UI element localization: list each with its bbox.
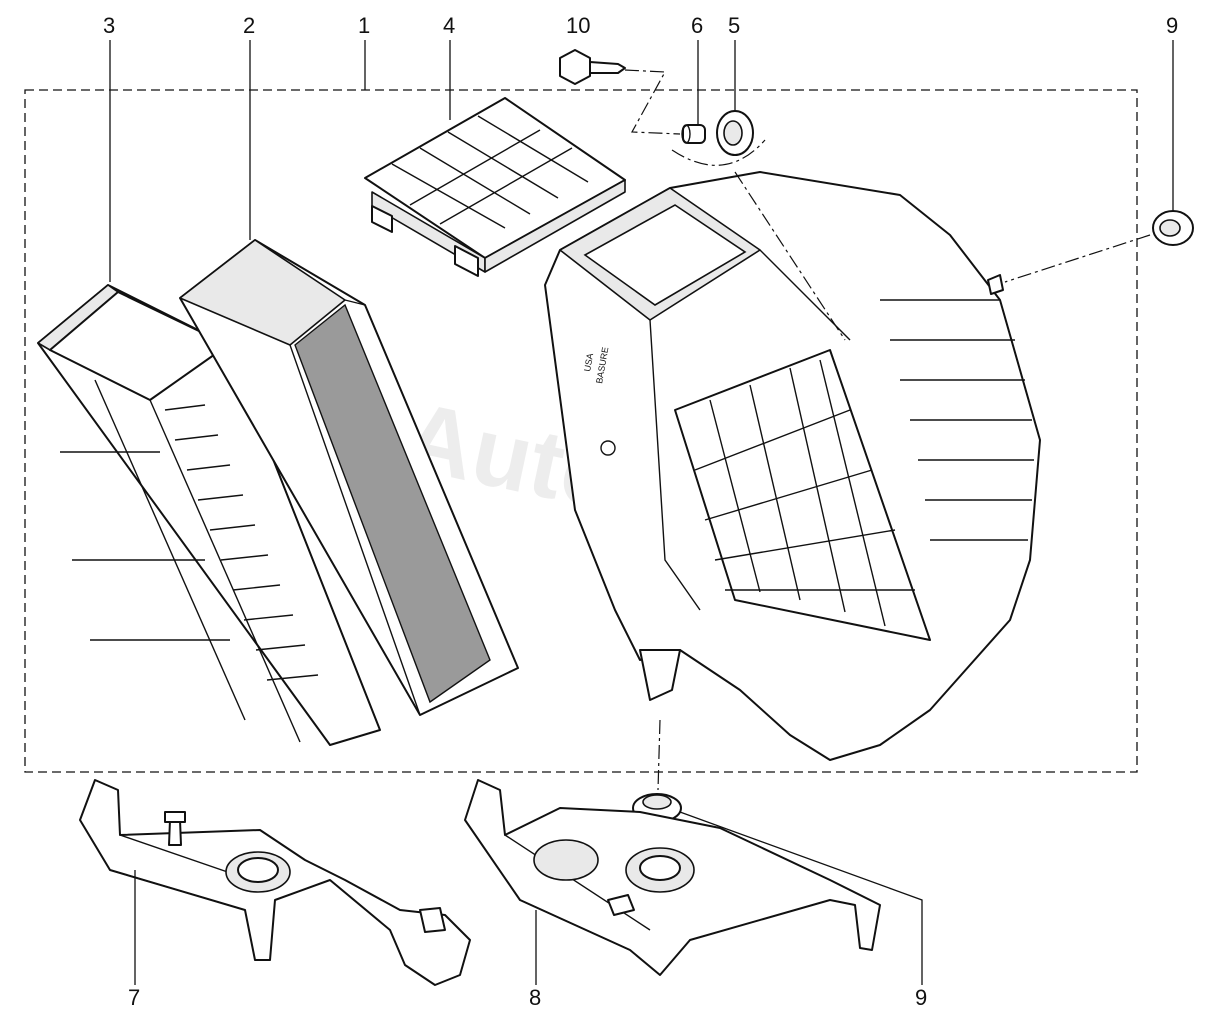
housing-side-ribs: [880, 299, 1034, 541]
part-10-bolt: [559, 49, 626, 85]
axis-grommet-5: [734, 171, 846, 341]
part-9-grommet-upper: [1152, 210, 1194, 246]
callout-5: 5: [728, 13, 740, 38]
part-6-sleeve: [681, 124, 706, 144]
part-7-bracket: [79, 779, 471, 986]
callout-8: 8: [529, 985, 541, 1010]
axis-bolt: [624, 69, 681, 135]
axis-grommet-9-upper: [1004, 234, 1151, 283]
housing-marking-line-1: USA: [582, 352, 595, 372]
leader-9-lower: [679, 811, 923, 985]
housing-mesh-panel: [674, 349, 931, 641]
callout-1: 1: [358, 13, 370, 38]
callout-7: 7: [128, 985, 140, 1010]
part-4-grid-cover: [364, 97, 626, 277]
part-8-bracket: [464, 779, 881, 976]
callout-9-upper: 9: [1166, 13, 1178, 38]
callout-3: 3: [103, 13, 115, 38]
callout-9-lower: 9: [915, 985, 927, 1010]
axis-arc: [671, 139, 766, 166]
part-5-grommet: [716, 110, 754, 156]
callout-4: 4: [443, 13, 455, 38]
callout-2: 2: [243, 13, 255, 38]
housing-body: USA BASURE: [544, 171, 1041, 761]
callout-10: 10: [566, 13, 590, 38]
part-2-filter-element: [179, 239, 519, 716]
frame-ribs: [164, 404, 319, 681]
callout-6: 6: [691, 13, 703, 38]
axis-grommet-9-lower: [657, 719, 661, 791]
